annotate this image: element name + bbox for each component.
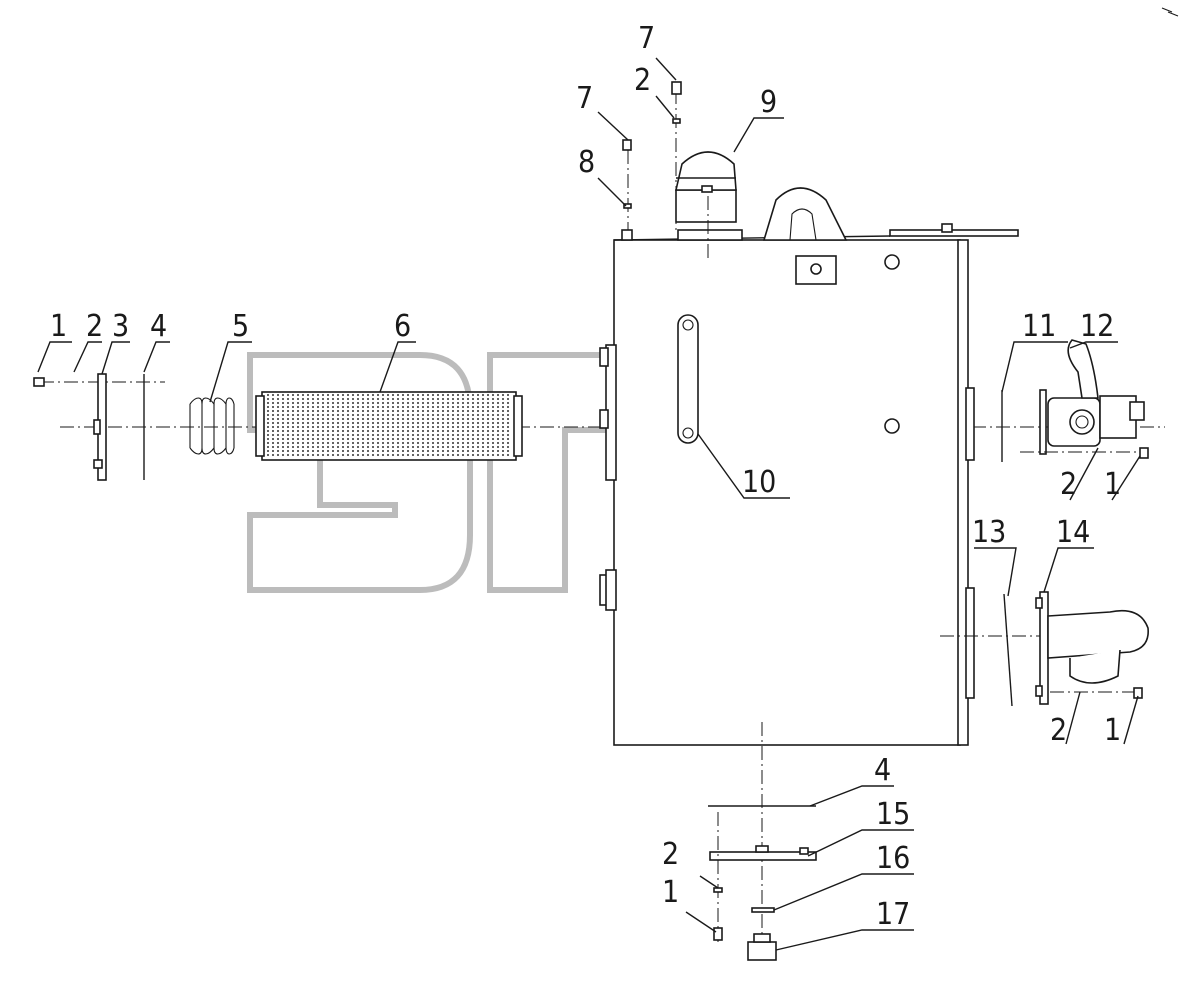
cover-nut (93, 459, 103, 469)
lower-left-flange (605, 569, 617, 611)
gauge-hole-bottom (682, 427, 694, 439)
breather-base (677, 229, 743, 241)
callout-2: 2 (634, 63, 651, 98)
suction-flange (1039, 389, 1047, 455)
suction-port (1069, 409, 1095, 435)
bolt-1-left (33, 377, 45, 387)
bolt-7-a (622, 139, 632, 151)
callout-labels: 1 2 3 4 5 6 7 7 2 8 9 10 11 12 2 1 13 14… (50, 21, 1121, 932)
cover-boss (93, 419, 101, 435)
callout-7: 7 (576, 81, 593, 116)
return-pipe (1069, 649, 1121, 684)
return-assembly (940, 591, 1149, 707)
callout-4: 4 (874, 753, 891, 788)
filter-end-left (255, 395, 265, 457)
washer-8 (623, 203, 632, 209)
callout-1: 1 (50, 309, 67, 344)
callout-10: 10 (742, 465, 776, 500)
callout-4: 4 (150, 309, 167, 344)
tank-shell (613, 239, 961, 746)
callout-2: 2 (1050, 713, 1067, 748)
callout-2: 2 (86, 309, 103, 344)
callout-1: 1 (1104, 467, 1121, 502)
callout-11: 11 (1022, 309, 1056, 344)
bolt-1-right-a (1139, 447, 1149, 459)
callout-1: 1 (662, 875, 679, 910)
callout-5: 5 (232, 309, 249, 344)
drain-plug-17 (747, 941, 777, 961)
drain-assembly (708, 722, 817, 961)
right-port-upper (965, 387, 975, 461)
tank-body (599, 81, 1019, 746)
gasket-13 (1003, 593, 1013, 707)
top-bolt-boss (621, 229, 633, 241)
leader-lines (37, 57, 1141, 951)
filter-mesh (267, 394, 509, 458)
return-elbow (1047, 609, 1149, 659)
callout-14: 14 (1056, 515, 1090, 550)
suction-nut (1129, 401, 1145, 421)
left-cover-assembly (33, 373, 165, 481)
washer-2-bottom (713, 887, 723, 893)
filter-end-right (513, 395, 523, 457)
callout-8: 8 (578, 145, 595, 180)
watermark-letter-e (247, 352, 473, 593)
breather-cap (674, 151, 737, 191)
hose-12 (1067, 339, 1099, 399)
callout-12: 12 (1080, 309, 1114, 344)
fitting-top (884, 254, 900, 270)
callout-15: 15 (876, 797, 910, 832)
top-bracket (889, 229, 1019, 237)
callout-3: 3 (112, 309, 129, 344)
callout-2: 2 (1060, 467, 1077, 502)
top-bracket-bolt (941, 223, 953, 233)
fitting-mid (884, 418, 900, 434)
right-port-lower (965, 587, 975, 699)
gauge-hole-top (682, 319, 694, 331)
level-gauge-10 (677, 314, 699, 444)
suction-assembly (1001, 339, 1149, 462)
callout-1: 1 (1104, 713, 1121, 748)
filter-element-6 (255, 391, 523, 461)
tank-side-flange (957, 239, 969, 746)
callout-2: 2 (662, 837, 679, 872)
callout-16: 16 (876, 841, 910, 876)
spring-5 (189, 397, 235, 455)
callout-9: 9 (760, 85, 777, 120)
callout-17: 17 (876, 897, 910, 932)
bolt-7-b (671, 81, 682, 95)
left-flange-boss-top (599, 347, 609, 367)
corner-mark (1161, 7, 1179, 17)
callout-13: 13 (972, 515, 1006, 550)
left-flange-boss-mid (599, 409, 609, 429)
lifting-eye (762, 187, 848, 241)
seal-16 (751, 907, 775, 913)
washer-2-top (672, 118, 681, 124)
breather-body-9 (675, 189, 737, 223)
bolt-1-bottom (713, 927, 723, 941)
label-plate-hole (810, 263, 822, 275)
callout-6: 6 (394, 309, 411, 344)
callout-7: 7 (638, 21, 655, 56)
